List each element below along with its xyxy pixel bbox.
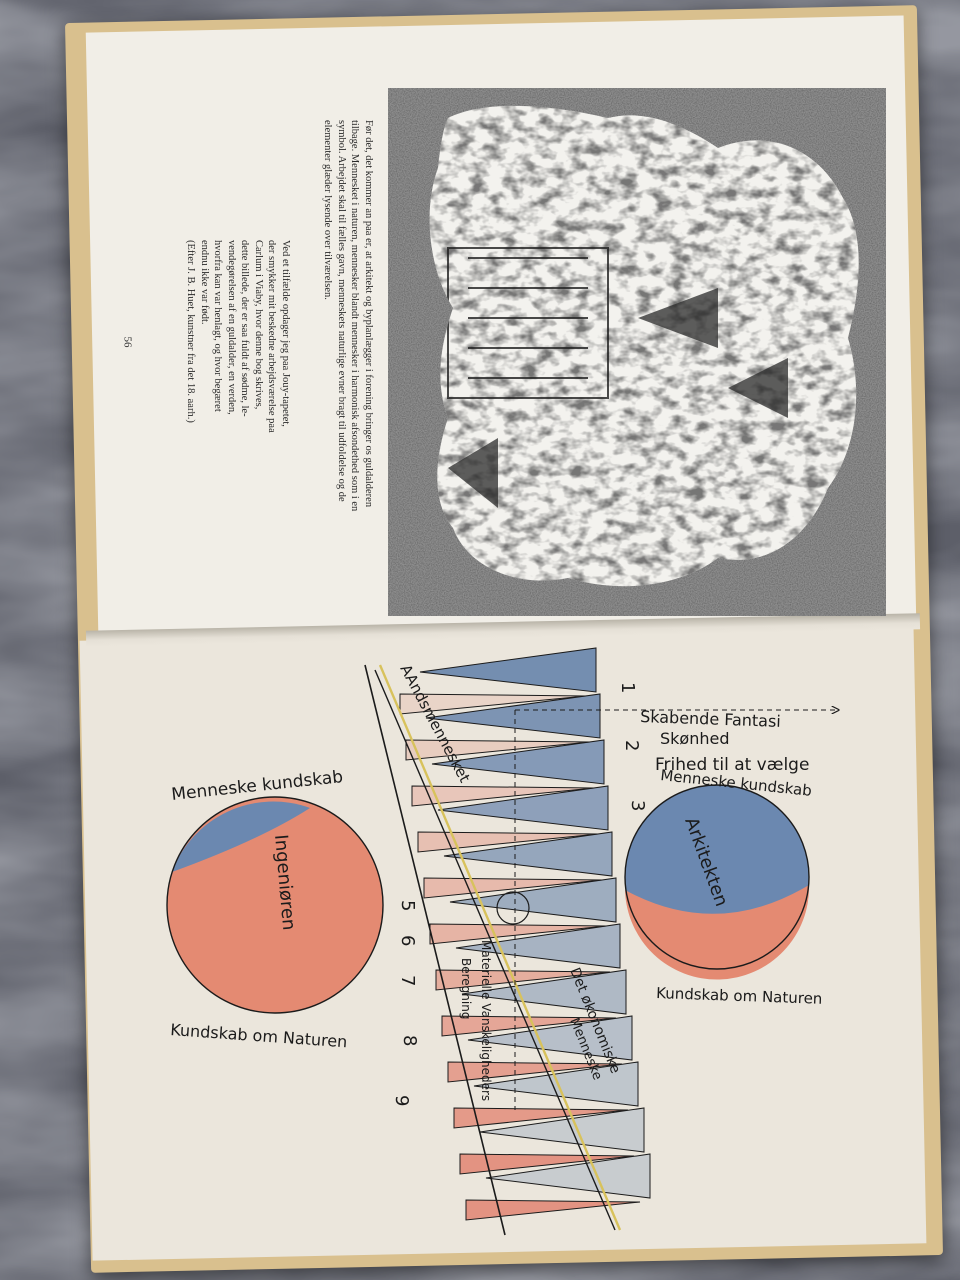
arc-top-circle-natur: Kundskab om Naturen [656,984,823,1008]
triangle-band [399,647,651,1221]
oekonomiske-line [374,669,616,1231]
blue-triangle [467,1015,633,1061]
blue-triangle [431,739,605,785]
blue-triangle [437,785,609,831]
blue-triangle [473,1061,639,1107]
label-skonhed: Skønhed [660,729,730,748]
red-triangle [411,785,595,807]
label-materielle: Materielle Vanskeligheders [479,940,493,1101]
arc-bottom-circle-natur: Kundskab om Naturen [170,1020,348,1051]
top-circle-arkitekten: Arkitekten Menneske kundskab Kundskab om… [624,766,823,1008]
label-skabende-fantasi: Skabende Fantasi [640,707,781,731]
number-right-1: 1 [617,682,638,693]
page-number: 56 [121,336,134,348]
red-triangle [465,1199,641,1221]
hand-drawn-diagram: 1 2 3 4 5 5 6 7 8 9 Skabende Fantasi Skø… [166,647,920,1236]
label-beregning: Beregning [459,958,473,1019]
number-left-6: 6 [397,935,418,946]
red-triangle [399,693,587,715]
blue-triangle [443,831,613,877]
label-aandsmennesket: AAndsmennesket [396,661,473,785]
blue-triangle [455,923,621,969]
paragraph-golden-age: Før det, det kommer an paa er, at arkite… [322,120,375,512]
blue-triangle [479,1107,645,1153]
label-frihed: Frihed til at vælge [655,755,809,775]
aandsmennesket-line [364,664,506,1236]
red-triangle [417,831,599,853]
paragraph-jouy-tapestry: Ved et tilfælde opdager jeg paa Jouy-tap… [185,240,292,433]
red-triangle [435,969,611,991]
number-right-2: 2 [621,740,642,751]
red-triangle [405,739,591,761]
number-left-7: 7 [397,975,418,986]
red-triangle [453,1107,629,1129]
number-left-9: 9 [391,1095,412,1106]
red-triangle [429,923,607,945]
blue-triangle [449,877,617,923]
blue-triangle [485,1153,651,1199]
engraving-illustration [388,88,886,616]
intersection-circle [496,891,530,925]
number-left-8: 8 [399,1035,420,1046]
red-triangle [423,877,603,899]
blue-triangle [419,647,597,693]
yellow-line [378,664,622,1231]
bottom-circle-ingenioren: Ingeniøren Menneske kundskab Kundskab om… [166,767,384,1051]
red-triangle [447,1061,623,1083]
blue-triangle [425,693,601,739]
blue-triangle [461,969,627,1015]
number-right-3: 3 [627,800,648,811]
number-left-5: 5 [397,900,418,911]
